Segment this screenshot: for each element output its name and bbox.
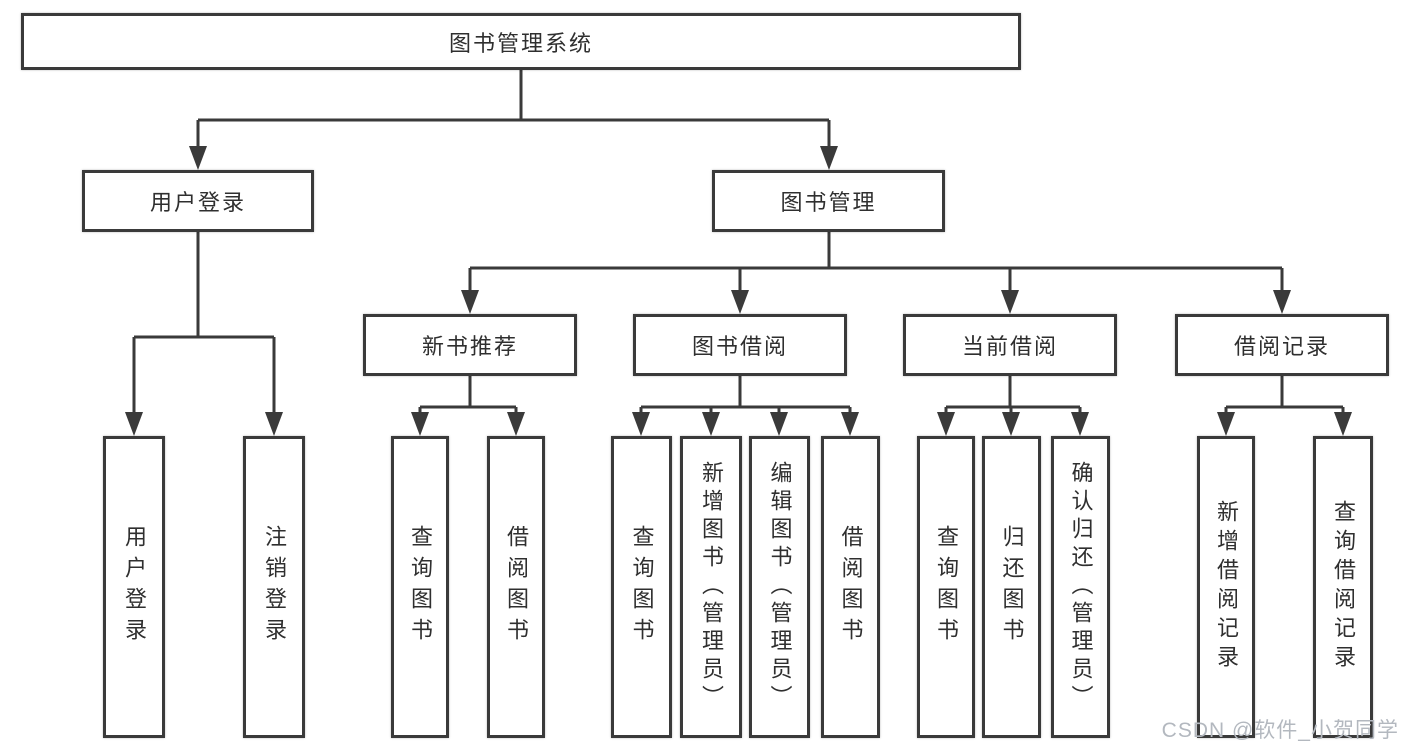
- leaf-borrow-books-1: 借阅图书: [487, 436, 545, 738]
- watermark-text: CSDN @软件_小贺同学: [1161, 719, 1399, 742]
- node-book-borrow: 图书借阅: [633, 314, 847, 376]
- leaf-borrow-books-2: 借阅图书: [821, 436, 880, 738]
- node-root: 图书管理系统: [21, 13, 1021, 70]
- leaf-add-borrow-record: 新增借阅记录: [1197, 436, 1255, 738]
- leaf-user-login: 用户登录: [103, 436, 165, 738]
- node-borrow-records: 借阅记录: [1175, 314, 1389, 376]
- leaf-confirm-return-admin: 确认归还（管理员）: [1051, 436, 1110, 738]
- leaf-add-book-admin: 新增图书（管理员）: [680, 436, 742, 738]
- leaf-query-books-3: 查询图书: [917, 436, 975, 738]
- node-new-book-recommend: 新书推荐: [363, 314, 577, 376]
- leaf-edit-book-admin: 编辑图书（管理员）: [749, 436, 810, 738]
- node-book-management: 图书管理: [712, 170, 945, 232]
- node-current-borrow: 当前借阅: [903, 314, 1117, 376]
- leaf-query-books-1: 查询图书: [391, 436, 449, 738]
- leaf-logout: 注销登录: [243, 436, 305, 738]
- leaf-query-borrow-record: 查询借阅记录: [1313, 436, 1373, 738]
- leaf-query-books-2: 查询图书: [611, 436, 672, 738]
- node-user-login: 用户登录: [82, 170, 314, 232]
- leaf-return-book: 归还图书: [982, 436, 1041, 738]
